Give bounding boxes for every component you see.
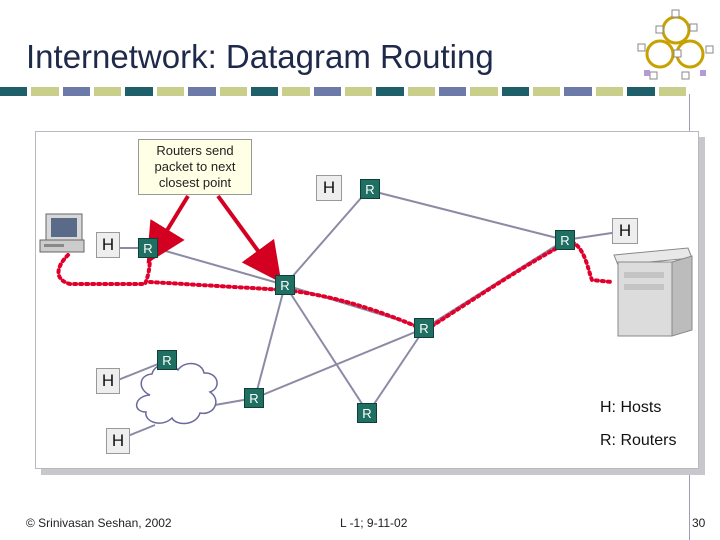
legend-routers: R: Routers bbox=[600, 432, 677, 449]
stripe-segment bbox=[31, 87, 59, 96]
stripe-segment bbox=[344, 87, 373, 96]
network-cloud-icon bbox=[136, 362, 218, 425]
callout-arrows bbox=[146, 194, 282, 283]
stripe-segment bbox=[501, 87, 530, 96]
stripe-segment bbox=[627, 87, 655, 96]
host-node: H bbox=[316, 175, 342, 201]
stripe-segment bbox=[0, 87, 28, 96]
stripe-segment bbox=[250, 87, 279, 96]
page-number: 30 bbox=[692, 516, 706, 530]
desktop-computer-icon bbox=[39, 213, 85, 253]
stripe-segment bbox=[188, 87, 216, 96]
stripe-segment bbox=[94, 87, 122, 96]
router-node: R bbox=[414, 318, 434, 338]
router-node: R bbox=[157, 350, 177, 370]
host-node: H bbox=[106, 428, 130, 454]
stripe-segment bbox=[595, 87, 624, 96]
router-node: R bbox=[138, 238, 158, 258]
stripe-segment bbox=[564, 87, 592, 96]
router-node: R bbox=[360, 179, 380, 199]
footer-lecture: L -1; 9-11-02 bbox=[340, 516, 408, 530]
stripe-segment bbox=[376, 87, 404, 96]
host-node: H bbox=[96, 232, 120, 258]
router-node: R bbox=[275, 275, 295, 295]
stripe-segment bbox=[533, 87, 561, 96]
server-tower-icon bbox=[613, 247, 693, 337]
router-node: R bbox=[357, 403, 377, 423]
stripe-segment bbox=[219, 87, 247, 96]
legend-hosts: H: Hosts bbox=[600, 399, 662, 416]
host-node: H bbox=[96, 368, 120, 394]
stripe-segment bbox=[407, 87, 436, 96]
router-node: R bbox=[555, 230, 575, 250]
callout-note: Routers send packet to next closest poin… bbox=[138, 139, 252, 195]
host-node: H bbox=[612, 218, 638, 244]
stripe-segment bbox=[156, 87, 185, 96]
title-stripe bbox=[0, 87, 690, 96]
stripe-segment bbox=[439, 87, 467, 96]
stripe-segment bbox=[125, 87, 153, 96]
stripe-segment bbox=[62, 87, 91, 96]
stripe-segment bbox=[282, 87, 310, 96]
footer-copyright: © Srinivasan Seshan, 2002 bbox=[26, 516, 172, 530]
slide-title: Internetwork: Datagram Routing bbox=[26, 38, 494, 75]
router-node: R bbox=[244, 388, 264, 408]
stripe-segment bbox=[470, 87, 498, 96]
network-logo-icon bbox=[637, 9, 714, 80]
stripe-segment bbox=[313, 87, 341, 96]
stripe-segment bbox=[658, 87, 686, 96]
